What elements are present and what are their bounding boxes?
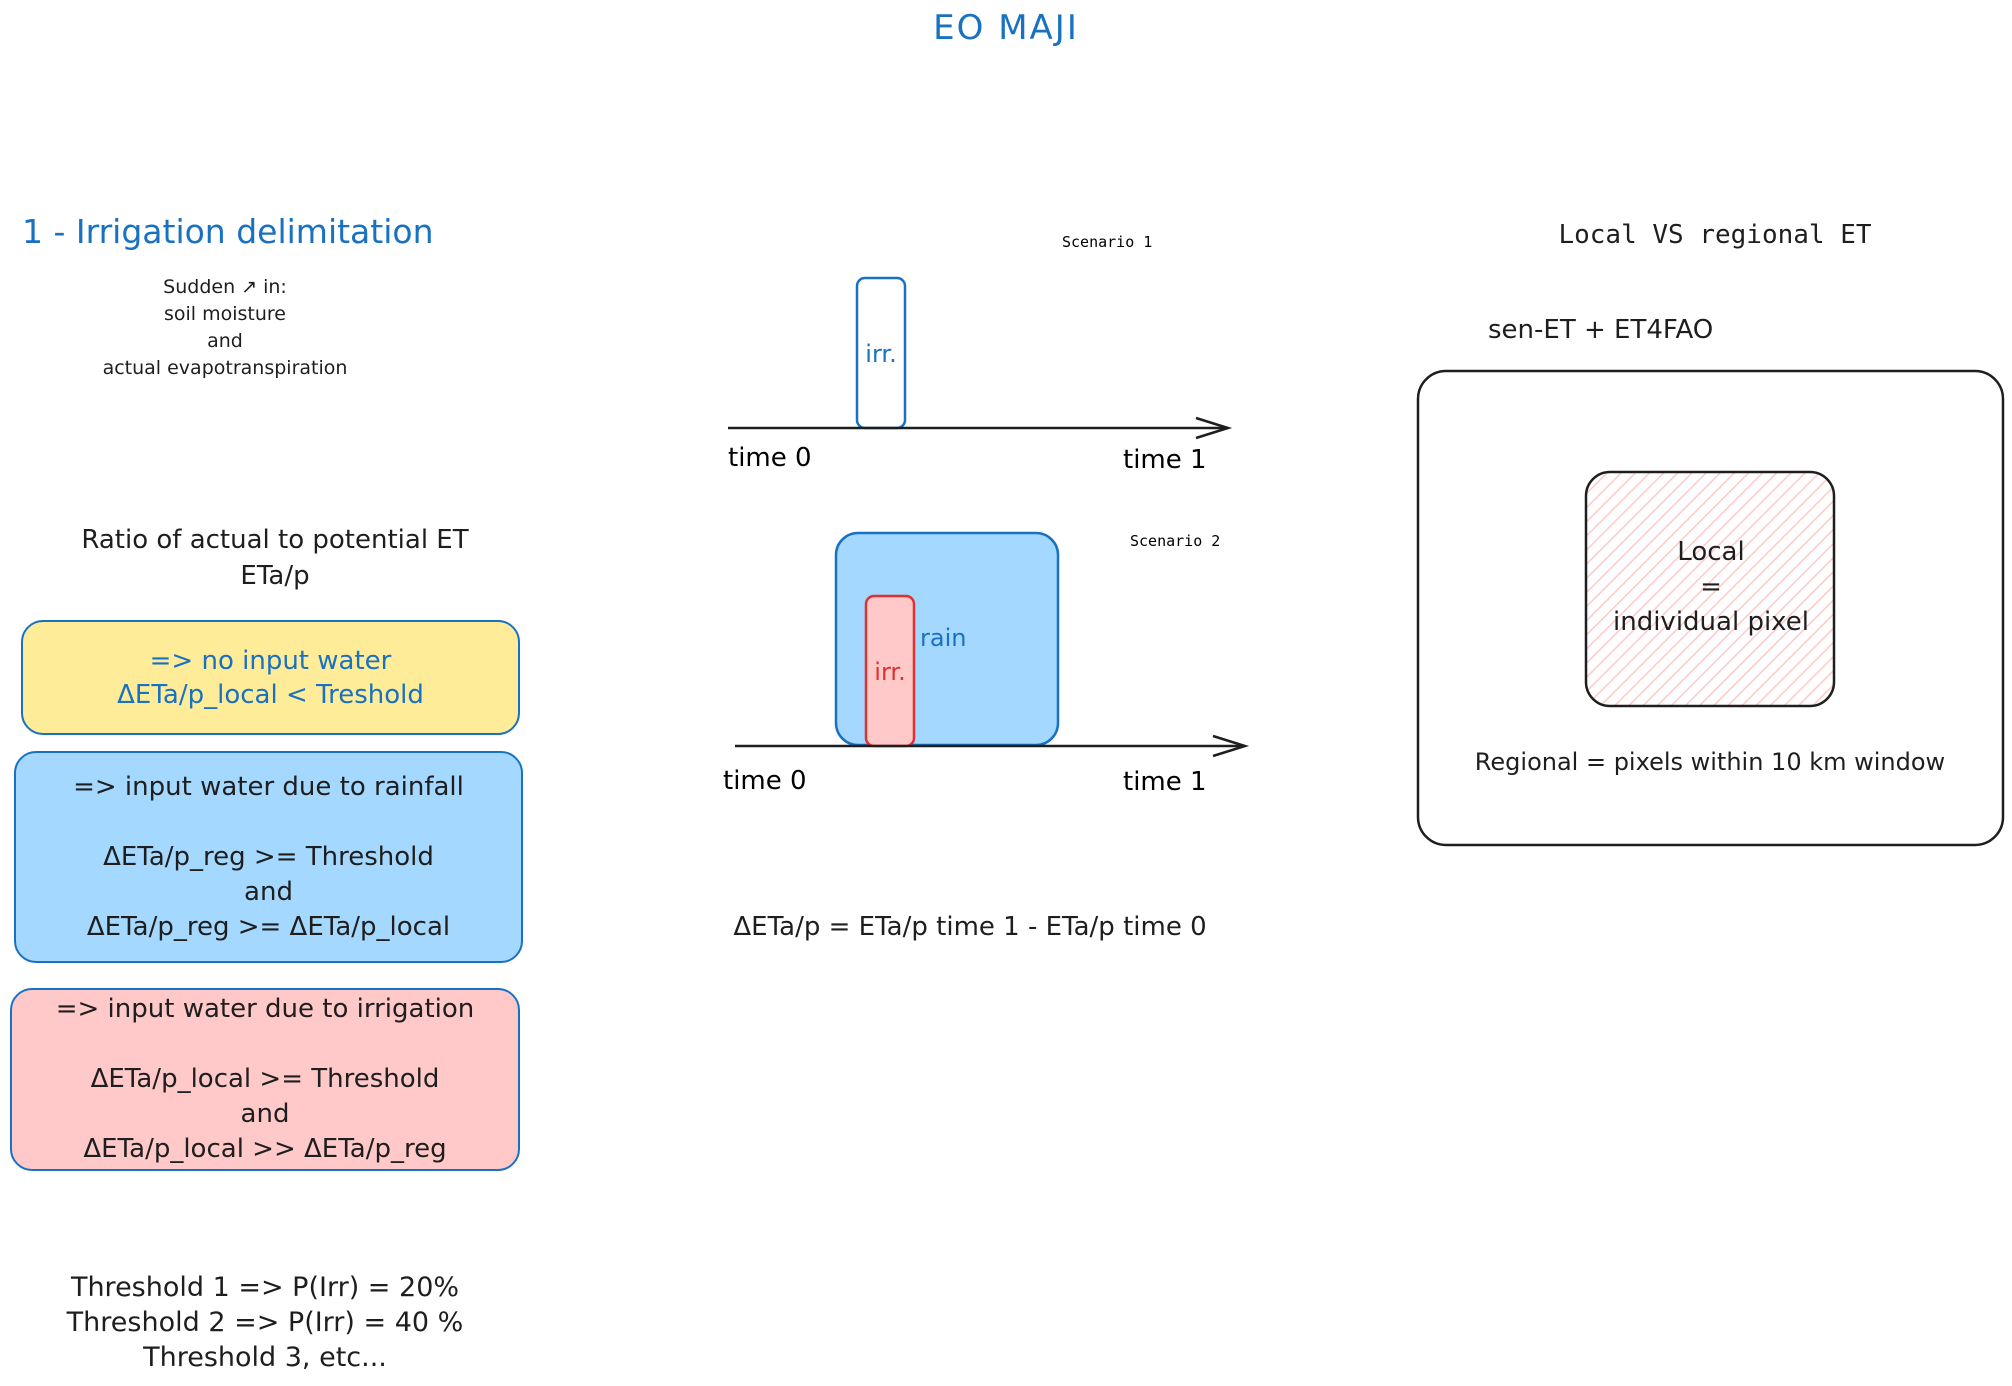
ratio-heading: Ratio of actual to potential ET ETa/p bbox=[81, 525, 469, 591]
scenario2-label: Scenario 2 bbox=[1130, 532, 1220, 550]
scenario2-arrowhead bbox=[1212, 734, 1250, 758]
regional-definition: Regional = pixels within 10 km window bbox=[1474, 748, 1946, 776]
local-definition: Local = individual pixel bbox=[1613, 537, 1809, 637]
card-no-input-water: => no input water ΔETa/p_local < Treshol… bbox=[21, 620, 520, 735]
card-rainfall: => input water due to rainfall ΔETa/p_re… bbox=[14, 751, 523, 963]
scenario2-time1: time 1 bbox=[1123, 767, 1207, 797]
scenario1-label: Scenario 1 bbox=[1062, 233, 1152, 251]
card-rainfall-text: => input water due to rainfall ΔETa/p_re… bbox=[73, 771, 464, 942]
scenario2-rain-label: rain bbox=[920, 624, 966, 652]
section-title-irrigation: 1 - Irrigation delimitation bbox=[22, 212, 434, 251]
thresholds-list: Threshold 1 => P(Irr) = 20% Threshold 2 … bbox=[66, 1272, 464, 1373]
scenario2-irr-label: irr. bbox=[874, 658, 905, 686]
data-source-label: sen-ET + ET4FAO bbox=[1488, 315, 1714, 345]
scenario1-time1: time 1 bbox=[1123, 445, 1207, 475]
local-vs-regional-title: Local VS regional ET bbox=[1558, 220, 1872, 250]
scenario2-time0: time 0 bbox=[723, 766, 807, 796]
page-title: EO MAJI bbox=[933, 8, 1079, 48]
delta-formula: ΔETa/p = ETa/p time 1 - ETa/p time 0 bbox=[733, 912, 1207, 942]
card-irrigation-text: => input water due to irrigation ΔETa/p_… bbox=[55, 994, 475, 1164]
scenario1-arrowhead bbox=[1195, 416, 1233, 440]
local-pixel-box bbox=[1584, 470, 1836, 708]
sudden-increase-note: Sudden ↗ in: soil moisture and actual ev… bbox=[102, 276, 348, 379]
card-no-input-water-text: => no input water ΔETa/p_local < Treshol… bbox=[117, 645, 424, 710]
card-irrigation: => input water due to irrigation ΔETa/p_… bbox=[10, 988, 520, 1171]
scenario1-time0: time 0 bbox=[728, 443, 812, 473]
scenario1-irr-label: irr. bbox=[865, 340, 896, 368]
